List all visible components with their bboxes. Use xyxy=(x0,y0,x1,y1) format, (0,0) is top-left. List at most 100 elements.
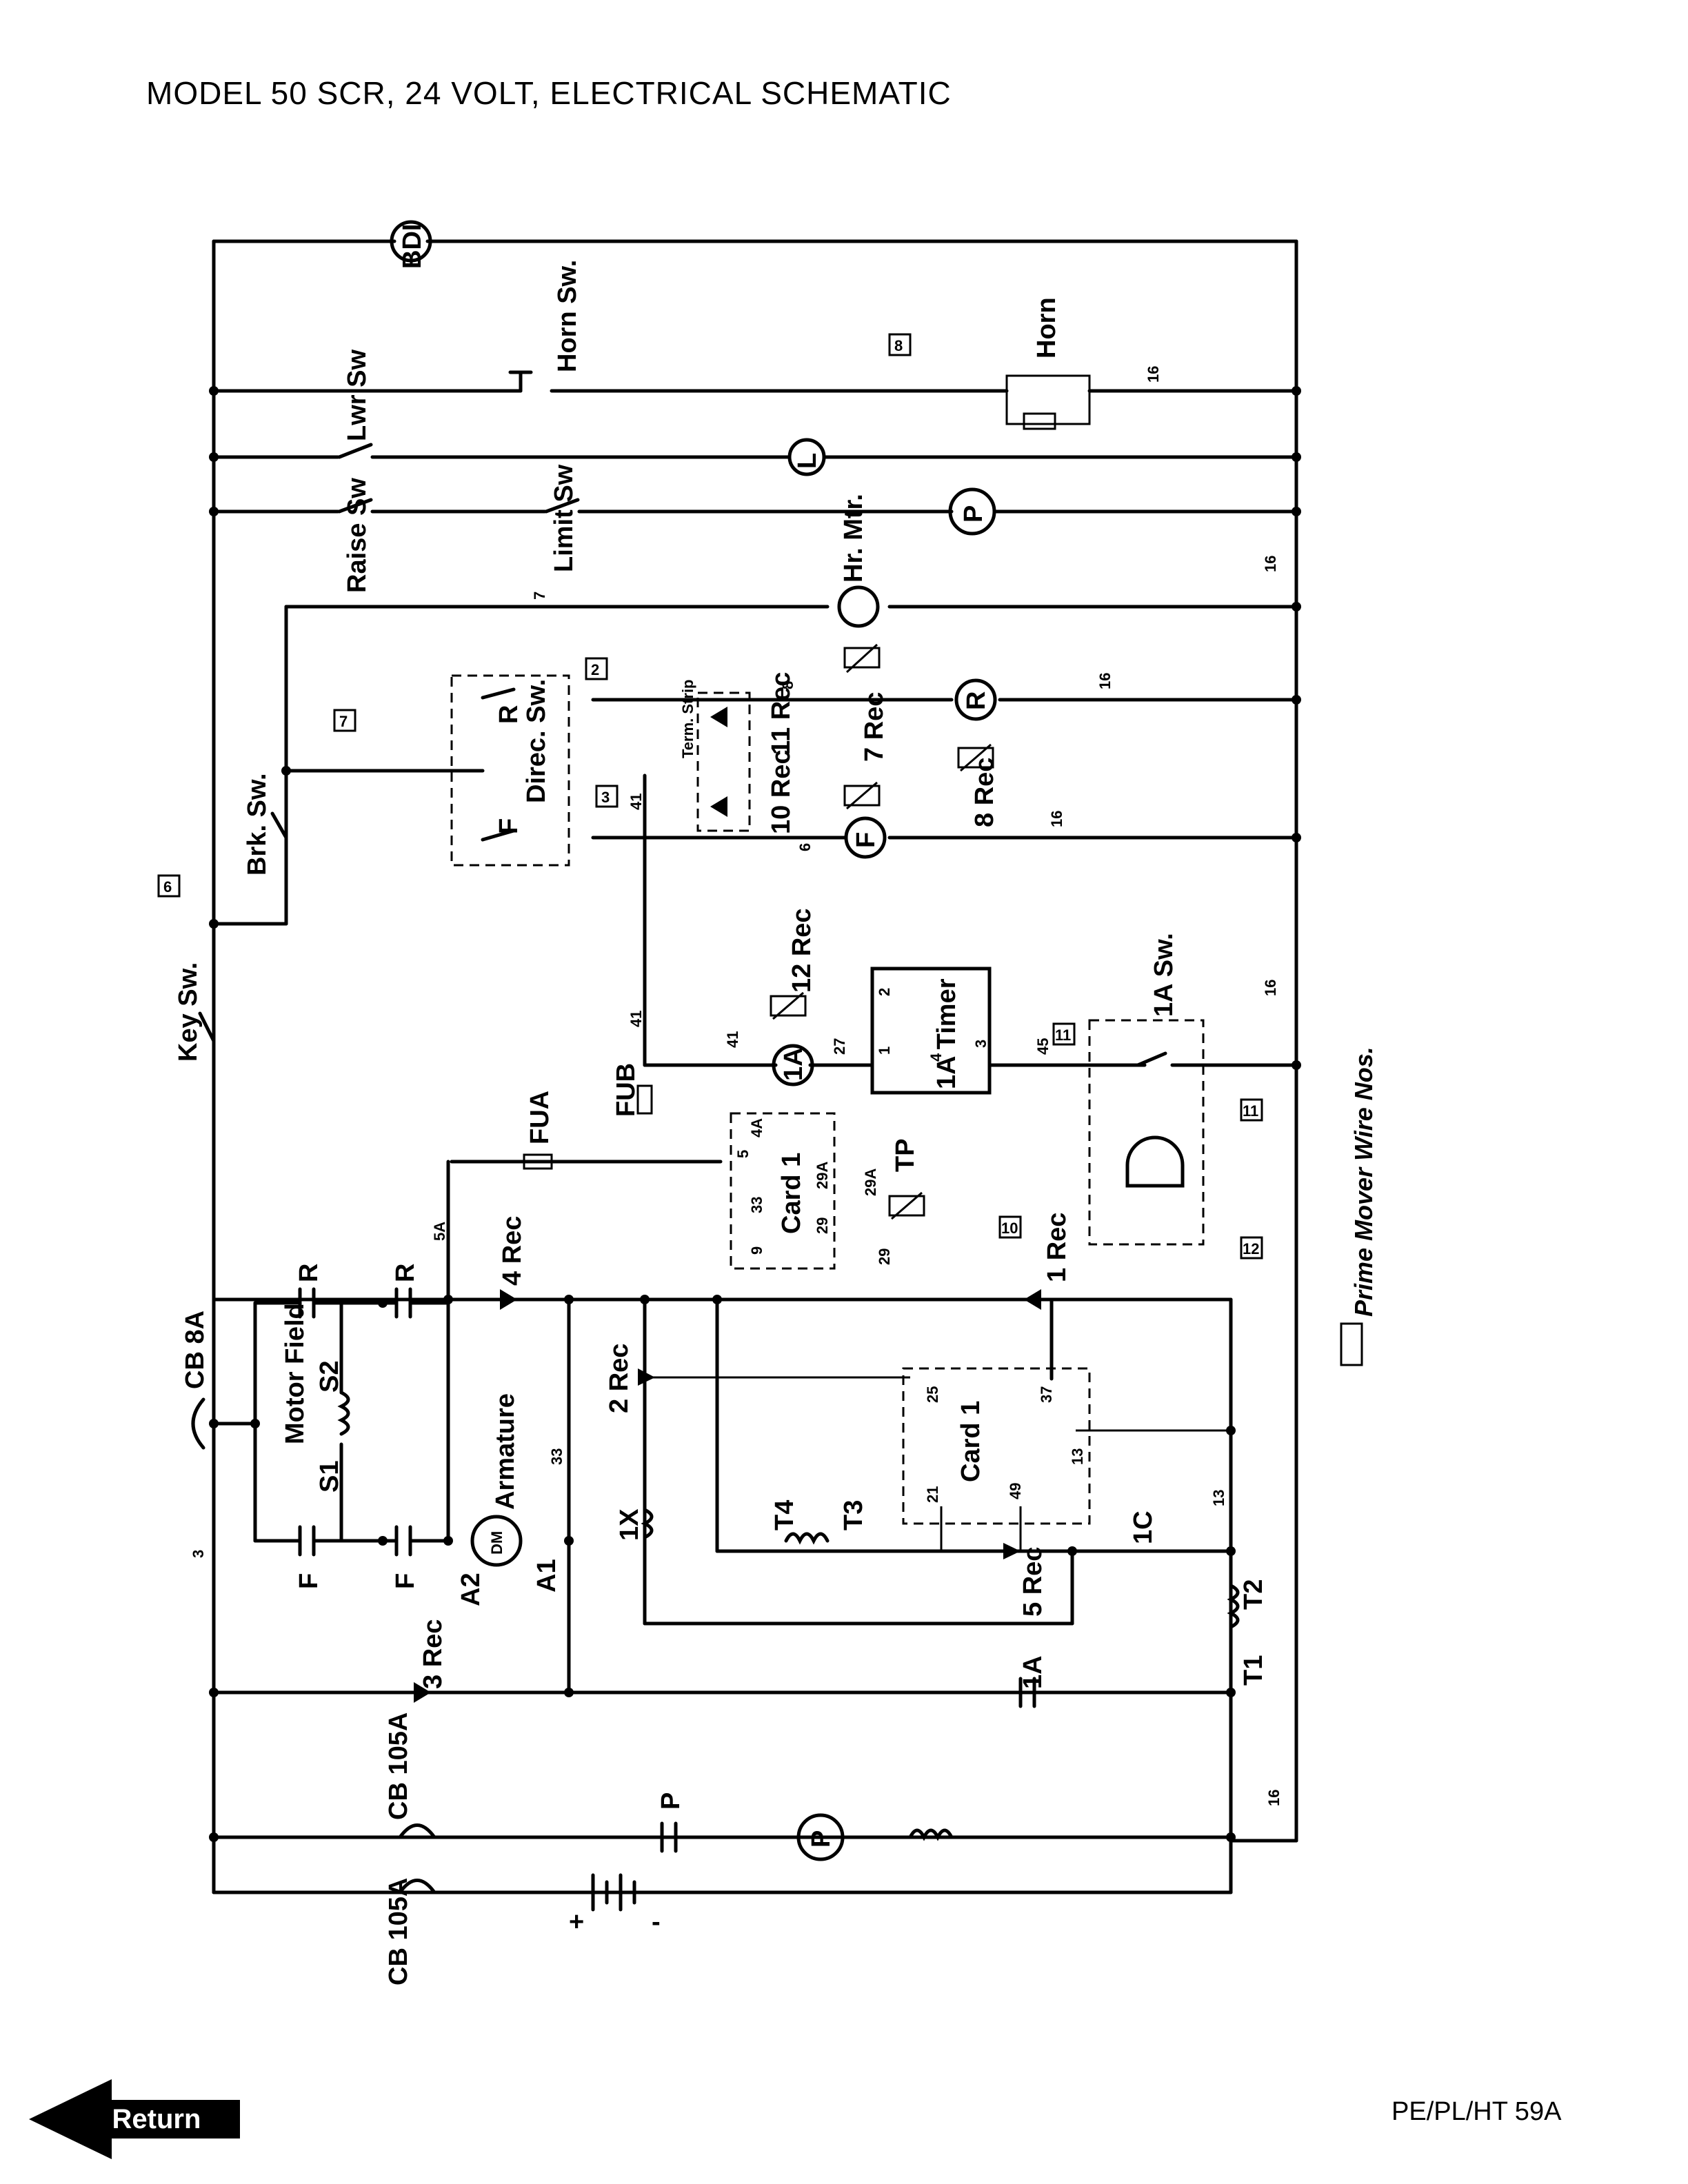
wire-number: 16 xyxy=(1265,1790,1283,1806)
armature-label: Armature xyxy=(491,1393,520,1510)
prime-mover-tag: 6 xyxy=(163,878,172,896)
rec-10-label: 10 Rec xyxy=(767,749,796,834)
page-title: MODEL 50 SCR, 24 VOLT, ELECTRICAL SCHEMA… xyxy=(146,75,952,111)
rec-7-label: 7 Rec xyxy=(860,692,889,762)
forward-coil-label: F xyxy=(852,832,881,848)
dashed-boxes xyxy=(450,674,1205,1525)
l-lamp-label: L xyxy=(793,453,822,469)
cb-105a-top-label: CB 105A xyxy=(384,1712,413,1820)
pin-number: 29A xyxy=(814,1162,831,1189)
r-contact-1-label: R xyxy=(294,1264,323,1282)
pin-number: 33 xyxy=(748,1197,765,1213)
hour-meter-label: Hr. Mtr. xyxy=(839,494,868,583)
pin-number: 13 xyxy=(1069,1448,1086,1465)
limit-switch-label: Limit Sw xyxy=(550,464,579,572)
legend-text: Prime Mover Wire Nos. xyxy=(1349,1046,1378,1317)
rec-2-label: 2 Rec xyxy=(605,1344,634,1413)
ia-coil-label: 1A xyxy=(779,1047,808,1081)
prime-mover-tag: 11 xyxy=(1055,1027,1071,1044)
s1-label: S1 xyxy=(315,1461,344,1493)
pin-number: 37 xyxy=(1038,1386,1055,1403)
wire-number: 41 xyxy=(627,793,645,810)
1c-label: 1C xyxy=(1129,1510,1158,1544)
battery-plus-label: + xyxy=(569,1908,584,1937)
pin-number: 3 xyxy=(972,1040,989,1048)
cb-105a-bottom-label: CB 105A xyxy=(384,1878,413,1985)
f-contact-2-label: F xyxy=(391,1573,420,1589)
wire-number: 29 xyxy=(876,1248,893,1265)
a1-label: A1 xyxy=(532,1559,561,1593)
t3-label: T3 xyxy=(839,1500,868,1530)
wire-number: 16 xyxy=(1096,673,1114,689)
rec-4-label: 4 Rec xyxy=(498,1216,527,1286)
pin-number: 25 xyxy=(924,1386,941,1403)
1a-contact-label: 1A xyxy=(1018,1655,1047,1689)
lower-switch-label: Lwr Sw xyxy=(343,350,372,441)
pin-numbers: 2 1 4 3 5 4A 33 29 29A 9 25 37 13 21 49 xyxy=(734,988,1086,1503)
prime-mover-tag: 7 xyxy=(339,713,348,730)
t1-label: T1 xyxy=(1239,1655,1268,1686)
wire-number: 16 xyxy=(1048,811,1065,827)
battery-minus-label: - xyxy=(652,1908,661,1937)
dm-label: DM xyxy=(488,1531,505,1555)
wire-number: 27 xyxy=(831,1038,848,1055)
a2-label: A2 xyxy=(456,1573,485,1606)
card-1-bottom-label: Card 1 xyxy=(956,1401,985,1482)
prime-mover-tag: 10 xyxy=(1001,1220,1018,1237)
rec-1-label: 1 Rec xyxy=(1043,1213,1072,1282)
f-contact-1-label: F xyxy=(294,1573,323,1589)
horn-label: Horn xyxy=(1032,297,1061,358)
key-switch-label: Key Sw. xyxy=(174,962,203,1062)
pin-number: 2 xyxy=(876,988,893,996)
p-contact-label: P xyxy=(656,1792,685,1810)
return-button[interactable]: Return xyxy=(29,2079,240,2159)
legend: Prime Mover Wire Nos. xyxy=(1340,1046,1378,1366)
wire-number: 3 xyxy=(190,1550,207,1558)
pin-number: 49 xyxy=(1007,1483,1024,1499)
wire-number: 13 xyxy=(1210,1490,1227,1506)
wire-number: 16 xyxy=(1145,366,1162,383)
ia-switch-label: 1A Sw. xyxy=(1149,933,1178,1017)
component-labels: BDI Horn Sw. Horn Lwr Sw L Raise Sw Limi… xyxy=(174,224,1268,1985)
s2-label: S2 xyxy=(315,1361,344,1393)
fub-label: FUB xyxy=(612,1063,641,1117)
rec-5-label: 5 Rec xyxy=(1018,1547,1047,1617)
t2-label: T2 xyxy=(1239,1579,1268,1610)
wire-number: 45 xyxy=(1034,1038,1052,1055)
rec-11-label: 11 Rec xyxy=(767,672,796,755)
1x-label: 1X xyxy=(615,1508,644,1541)
rec-8-label: 8 Rec xyxy=(970,758,999,827)
prime-mover-tag: 3 xyxy=(601,789,610,806)
wire-number: 29A xyxy=(862,1169,879,1196)
horn-switch-label: Horn Sw. xyxy=(553,260,582,372)
pin-number: 9 xyxy=(748,1246,765,1255)
reverse-coil-label: R xyxy=(962,691,991,710)
pin-number: 1 xyxy=(876,1046,893,1055)
wire-number: 16 xyxy=(1262,556,1279,572)
prime-mover-tag: 12 xyxy=(1243,1240,1259,1257)
wire-number: 16 xyxy=(1262,980,1279,996)
brake-switch-label: Brk. Sw. xyxy=(243,773,272,876)
components xyxy=(191,220,1301,1912)
forward-contact-label: F xyxy=(494,818,523,834)
tp-label: TP xyxy=(891,1138,920,1172)
motor-field-label: Motor Field xyxy=(281,1303,310,1444)
raise-switch-label: Raise Sw xyxy=(343,478,372,593)
reverse-contact-label: R xyxy=(494,705,523,724)
wire-number: 8 xyxy=(779,681,796,689)
direction-switch-label: Direc. Sw. xyxy=(522,679,551,803)
wire-numbers: 16 16 16 16 16 16 7 8 6 41 41 41 27 5A 3… xyxy=(190,366,1283,1806)
pin-number: 4A xyxy=(748,1118,765,1138)
prime-mover-tag: 11 xyxy=(1243,1102,1258,1120)
r-contact-2-label: R xyxy=(391,1264,420,1282)
main-rails xyxy=(212,239,1298,1894)
prime-mover-tag: 2 xyxy=(591,661,599,678)
wire-number: 41 xyxy=(724,1031,741,1048)
pin-number: 21 xyxy=(924,1486,941,1503)
card-1-top-label: Card 1 xyxy=(777,1153,806,1234)
wire-number: 6 xyxy=(796,843,814,851)
document-code: PE/PL/HT 59A xyxy=(1391,2097,1562,2126)
wire-number: 33 xyxy=(548,1448,565,1465)
cb-8a-label: CB 8A xyxy=(181,1311,210,1389)
